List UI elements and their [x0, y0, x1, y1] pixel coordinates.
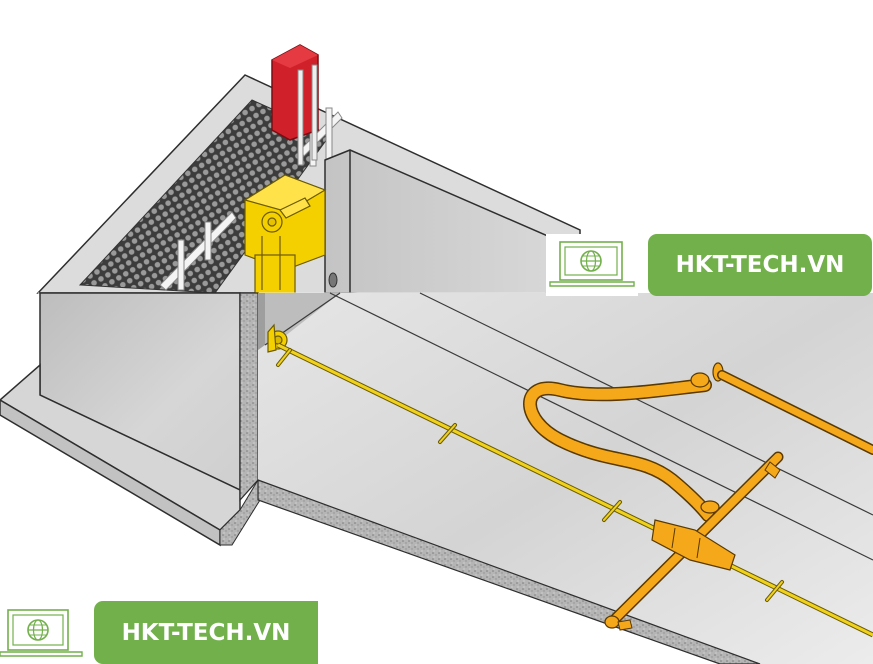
cleaning-rig — [604, 451, 784, 631]
laptop-globe-icon — [546, 234, 638, 296]
yellow-winch-unit — [243, 174, 327, 296]
slab-section-cut — [257, 479, 761, 664]
channel-far-wall-lower — [258, 293, 265, 350]
brand-label: HKT-TECH.VN — [648, 234, 872, 296]
brand-label: HKT-TECH.VN — [94, 601, 318, 664]
wall-section-cut — [239, 292, 259, 502]
hkt-tech-logo-top: HKT-TECH.VN — [546, 234, 872, 296]
red-winch-housing — [271, 44, 319, 166]
hkt-tech-logo-bottom: HKT-TECH.VN — [0, 601, 318, 664]
wall-hole — [328, 272, 338, 288]
channel-floor — [258, 293, 873, 664]
laptop-globe-icon — [0, 601, 84, 664]
